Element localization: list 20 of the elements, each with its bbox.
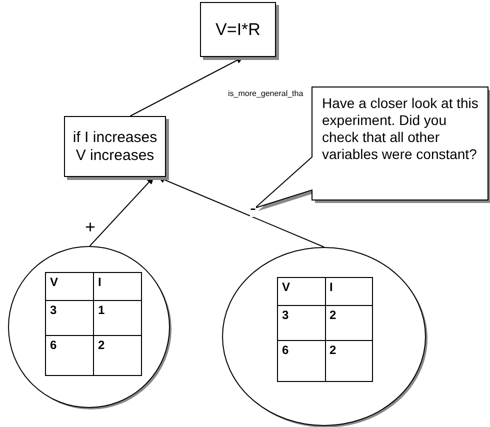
table-cell: 2 <box>325 340 372 382</box>
edge-label: is_more_general_tha <box>228 90 304 98</box>
data-circle <box>222 247 426 426</box>
callout-text: Have a closer look at this experiment. Did you check that all other variables were constant? <box>322 95 480 163</box>
table-cell: V <box>46 272 94 300</box>
table-cell: I <box>325 278 372 306</box>
table-cell: 6 <box>278 340 325 382</box>
concept-box <box>200 2 276 57</box>
table-cell: 2 <box>94 336 142 376</box>
table-cell: 3 <box>278 306 325 340</box>
concept-text: if I increases V increases <box>72 128 158 164</box>
table-cell: 2 <box>325 306 372 340</box>
table-cell: V <box>278 278 325 306</box>
table-cell: I <box>94 272 142 300</box>
table-cell: 3 <box>46 300 94 336</box>
table-cell: 1 <box>94 300 142 336</box>
data-circle <box>8 246 170 408</box>
concept-text: V=I*R <box>216 20 260 38</box>
concept-box <box>64 116 166 177</box>
table-cell: 6 <box>46 336 94 376</box>
